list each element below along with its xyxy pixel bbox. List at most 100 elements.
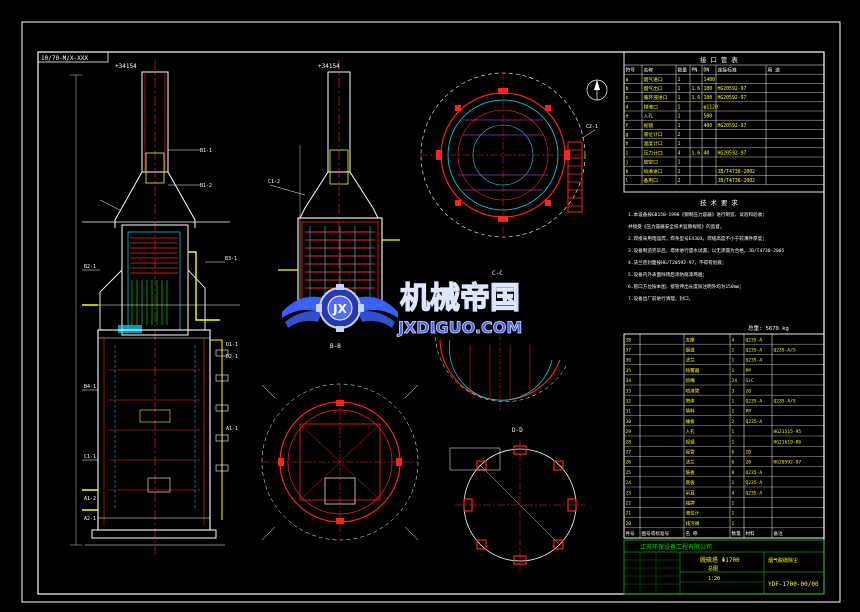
parts-cell: 喷淋管 <box>686 387 700 394</box>
nozzle-cell: b <box>626 86 629 92</box>
section-bb-view: B-B <box>261 343 419 541</box>
tech-notes-title: 技 术 要 求 <box>700 198 738 207</box>
nozzle-header-cell: PN <box>692 68 698 74</box>
nozzle-cell: 烟气出口 <box>644 85 663 92</box>
drawing-type: 总图 <box>708 565 718 572</box>
parts-header-cell: 图号或标准号 <box>642 530 670 537</box>
parts-cell: 36 <box>626 358 632 364</box>
parts-cell: PP <box>746 409 752 415</box>
parts-cell: 27 <box>626 450 632 456</box>
parts-cell: 1 <box>732 511 735 517</box>
parts-cell: 24 <box>626 480 632 486</box>
nozzle-cell: 1 <box>678 114 681 120</box>
section-cc-view: C-C <box>434 270 567 410</box>
parts-cell: 29 <box>626 429 632 435</box>
parts-cell: 栅板 <box>686 418 696 425</box>
nozzle-cell: 排液口 <box>644 103 659 110</box>
parts-cell: 支座 <box>686 336 696 343</box>
nozzle-header-cell: 符号 <box>626 67 636 74</box>
callout-b2-1: B2-1 <box>84 264 96 270</box>
nozzle-cell: 喷淋进口 <box>644 168 663 175</box>
nozzle-cell: 400 <box>704 123 713 129</box>
parts-cell: 34 <box>626 378 632 384</box>
watermark-cn: 机械帝国 <box>400 281 520 316</box>
parts-cell: 20 <box>746 388 752 394</box>
nozzle-cell: 烟气进口 <box>644 76 663 83</box>
nozzle-cell: j <box>626 160 629 166</box>
nozzle-cell: 2 <box>678 169 681 175</box>
project-name: 烟气脱硫除尘 <box>768 557 798 564</box>
parts-cell: Q235-A <box>746 399 763 405</box>
parts-cell: 填料 <box>686 408 696 415</box>
nozzle-cell: HG20592-97 <box>718 123 747 129</box>
parts-cell: 23 <box>626 490 632 496</box>
tech-note-line: 2.焊接采用电弧焊，焊条型号E4303，焊缝高度不小于较薄件厚度； <box>628 235 767 242</box>
nozzle-cell: 2 <box>678 178 681 184</box>
nozzle-cell: HG20592-97 <box>718 95 747 101</box>
parts-cell: 38 <box>626 337 632 343</box>
parts-cell: 除雾器 <box>686 367 700 374</box>
parts-cell: 塔体 <box>686 398 696 405</box>
parts-cell: 喷嘴 <box>686 377 696 384</box>
parts-cell: Q235-A <box>746 490 763 496</box>
watermark: JX 机械帝国 JXDIGUO.COM <box>282 280 523 337</box>
callout-b4-1: B4-1 <box>84 384 96 390</box>
parts-cell: 1 <box>732 399 735 405</box>
parts-cell: 33 <box>626 388 632 394</box>
parts-cell: 排污阀 <box>686 520 700 527</box>
tag-box <box>37 51 109 63</box>
tower-elevation-view: +34154 B1-1 B1-2 B2-1 B3-1 B4-1 C1-1 <box>70 60 240 555</box>
parts-cell: 1 <box>732 368 735 374</box>
weight-note: 总重: 5670 kg <box>748 324 789 332</box>
parts-cell: Q235-A <box>746 480 763 486</box>
tech-note-line: 6.管口方位按本图，接管伸出长度除注明外均为150mm； <box>628 283 744 290</box>
scale: 1:20 <box>708 576 720 582</box>
top-plan-view: C2-1 <box>420 72 608 238</box>
nozzle-cell: 1 <box>678 160 681 166</box>
view-dd-label: D-D <box>512 427 523 434</box>
nozzle-header-cell: 连接标准 <box>718 67 737 74</box>
nozzle-header-cell: 数量 <box>678 67 688 74</box>
nozzle-cell: 100 <box>704 95 713 101</box>
parts-cell: 法兰 <box>686 357 696 364</box>
nozzle-cell: HG20592-97 <box>718 86 747 92</box>
title-block: 江苏环保设备工程有限公司 脱硫塔 Φ1700 总图 烟气脱硫除尘 1:20 YD… <box>623 539 825 595</box>
parts-cell: 1 <box>732 429 735 435</box>
tech-notes: 技 术 要 求 1.本设备按GB150-1998《钢制压力容器》进行制造、试验和… <box>628 198 785 302</box>
nozzle-cell: 循环液进口 <box>644 94 668 101</box>
nozzle-cell: 1.6 <box>692 86 701 92</box>
nozzle-cell: 温度计口 <box>644 140 663 147</box>
parts-cell: 20 <box>746 460 752 466</box>
parts-cell: 1 <box>732 358 735 364</box>
nozzle-cell: 1 <box>678 104 681 110</box>
parts-cell: 1 <box>732 409 735 415</box>
parts-cell: 28 <box>626 439 632 445</box>
parts-cell: SiC <box>746 378 755 384</box>
outer-frame <box>21 21 841 603</box>
parts-cell: 37 <box>626 348 632 354</box>
callout-b3-1: B3-1 <box>225 256 237 262</box>
nozzle-cell: c <box>626 96 629 101</box>
nozzle-cell: 放空口 <box>644 159 659 166</box>
nozzle-cell: 人孔 <box>644 113 654 120</box>
nozzle-cell: 视镜 <box>644 122 654 129</box>
nozzle-cell: 500 <box>704 114 713 120</box>
callout-a1-2: A2-1 <box>84 516 96 522</box>
section-cc-label: C-C <box>492 270 503 277</box>
parts-cell: 25 <box>626 470 632 476</box>
parts-cell: Q235-A/S <box>774 348 796 354</box>
drawing-number: YDF-1700-00/00 <box>768 581 819 588</box>
company-name: 江苏环保设备工程有限公司 <box>640 543 712 551</box>
svg-text:JX: JX <box>332 302 347 316</box>
parts-cell: 4 <box>732 337 735 343</box>
parts-cell: HG21619-86 <box>774 439 802 445</box>
nozzle-cell: HG20592-97 <box>718 150 747 156</box>
parts-cell: 24 <box>732 378 738 384</box>
misc-callouts: D1-1 D2-1 A1-1 A1-2 A2-1 <box>84 342 238 522</box>
parts-cell: Q235-A <box>746 419 763 425</box>
view-dd: D-D <box>449 427 585 570</box>
parts-cell: 铭牌 <box>686 500 696 507</box>
parts-cell: 32 <box>626 399 632 405</box>
